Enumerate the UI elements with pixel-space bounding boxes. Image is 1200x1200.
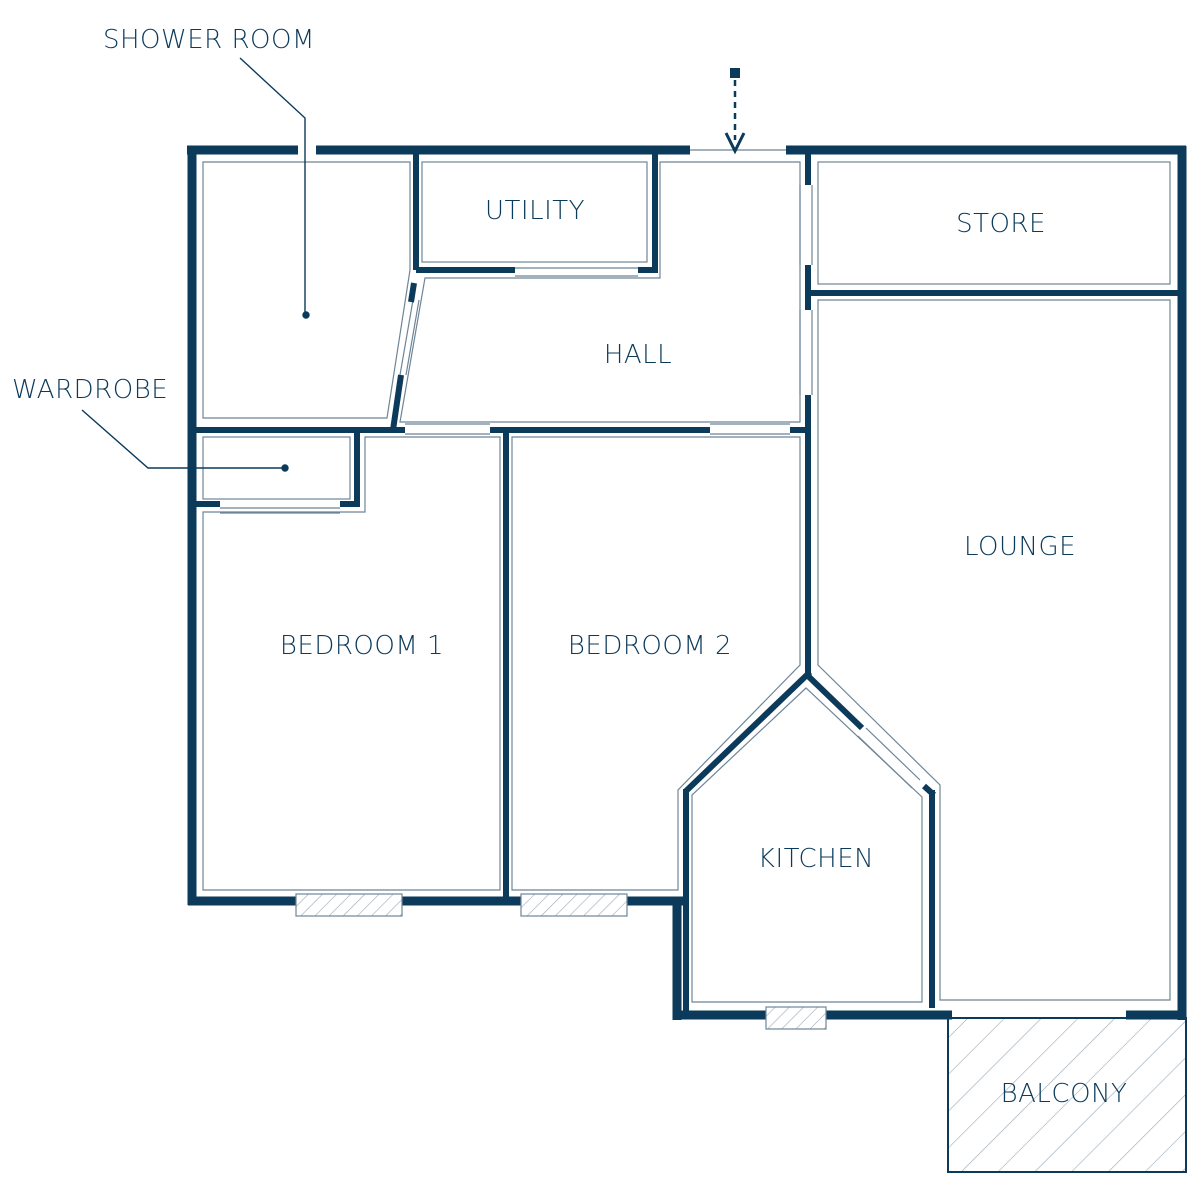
entrance-arrow-icon [724,68,746,155]
balcony [947,1017,1187,1173]
label-lounge: LOUNGE [964,532,1076,562]
shower-room-pointer-dot [302,311,310,319]
internal-walls [195,150,1182,1015]
label-wardrobe: WARDROBE [12,375,168,405]
label-shower-room: SHOWER ROOM [103,25,315,55]
label-hall: HALL [604,340,672,370]
label-utility: UTILITY [485,196,585,226]
label-store: STORE [956,209,1046,239]
label-bedroom-1: BEDROOM 1 [280,631,444,661]
label-bedroom-2: BEDROOM 2 [568,631,732,661]
room-labels: SHOWER ROOM UTILITY HALL STORE WARDROBE … [12,25,1127,1109]
label-balcony: BALCONY [1001,1079,1128,1109]
label-kitchen: KITCHEN [758,844,874,874]
wardrobe-pointer-dot [281,464,289,472]
inner-wall-lines [202,149,1171,1003]
leader-lines [81,57,310,472]
windows [295,893,827,1030]
